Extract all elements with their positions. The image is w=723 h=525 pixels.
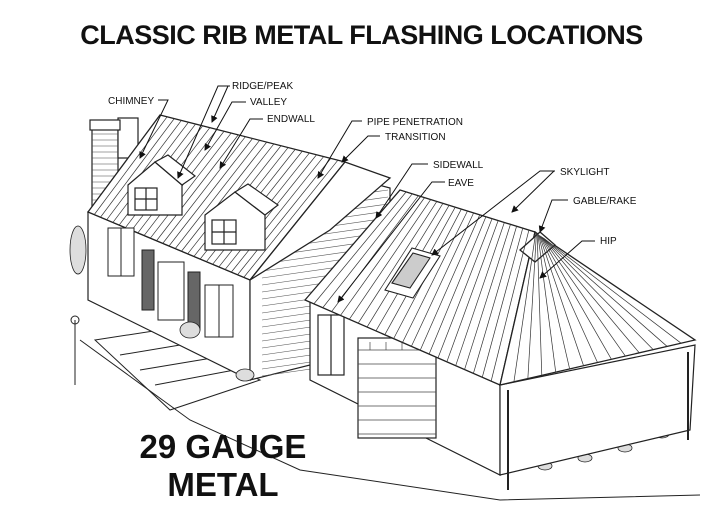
main-windows bbox=[107, 227, 234, 338]
gauge-label: 29 GAUGE METAL bbox=[118, 428, 328, 504]
label-valley: VALLEY bbox=[250, 97, 287, 108]
label-chimney: CHIMNEY bbox=[108, 96, 154, 107]
label-pipe: PIPE PENETRATION bbox=[367, 117, 463, 128]
label-sidewall: SIDEWALL bbox=[433, 160, 484, 171]
label-skylight: SKYLIGHT bbox=[560, 167, 609, 178]
dormer-right bbox=[204, 183, 280, 251]
main-roof bbox=[86, 114, 392, 281]
dormer-left bbox=[127, 154, 197, 216]
garage bbox=[309, 299, 696, 476]
garage-roof-ribs bbox=[313, 191, 682, 382]
carport-posts bbox=[507, 352, 689, 490]
label-gable: GABLE/RAKE bbox=[573, 196, 637, 207]
label-endwall: ENDWALL bbox=[267, 114, 315, 125]
diagram-title: CLASSIC RIB METAL FLASHING LOCATIONS bbox=[80, 20, 643, 50]
label-transition: TRANSITION bbox=[385, 132, 446, 143]
ground bbox=[70, 315, 701, 501]
leader-lines bbox=[139, 85, 595, 303]
callouts: CHIMNEY RIDGE/PEAK VALLEY ENDWALL PIPE P… bbox=[108, 81, 637, 247]
label-ridge: RIDGE/PEAK bbox=[232, 81, 293, 92]
gauge-line-2: METAL bbox=[167, 466, 279, 503]
label-eave: EAVE bbox=[448, 178, 474, 189]
label-hip: HIP bbox=[600, 236, 617, 247]
skylight bbox=[384, 247, 441, 299]
gauge-line-1: 29 GAUGE bbox=[139, 428, 307, 465]
